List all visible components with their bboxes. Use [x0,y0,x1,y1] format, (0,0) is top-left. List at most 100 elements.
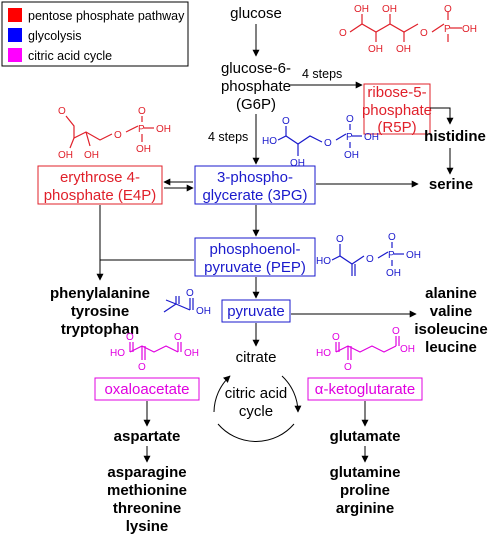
svg-text:3-phospho-: 3-phospho- [217,169,293,186]
node-pep: phosphoenol- pyruvate (PEP) [194,237,316,277]
svg-text:HO: HO [110,348,125,359]
svg-text:OH: OH [136,144,151,155]
node-3pg: 3-phospho- glycerate (3PG) [194,165,316,205]
svg-text:OH: OH [382,4,397,15]
svg-text:α-ketoglutarate: α-ketoglutarate [315,381,415,398]
svg-text:O: O [420,28,428,39]
node-glucose: glucose [230,5,282,22]
svg-text:O: O [114,130,122,141]
svg-text:OH: OH [364,132,379,143]
svg-text:erythrose 4-: erythrose 4- [60,169,140,186]
svg-text:OH: OH [462,24,477,35]
svg-text:lysine: lysine [126,518,169,535]
svg-text:phosphoenol-: phosphoenol- [210,241,301,258]
svg-text:HO: HO [316,348,331,359]
structure-e4p: O OH OH O P O OH OH [58,106,171,161]
aa-glutamate: glutamate [330,428,401,445]
structure-r5p: O OH OH OH OH O P O OH [339,4,477,55]
svg-text:cycle: cycle [239,403,273,420]
svg-text:O: O [186,288,194,299]
svg-text:citric acid: citric acid [225,385,288,402]
svg-text:phosphate: phosphate [362,102,432,119]
svg-text:ribose-5-: ribose-5- [367,84,426,101]
svg-text:P: P [138,124,145,135]
svg-text:O: O [282,116,290,127]
cycle-arc-bottom [217,423,295,442]
svg-text:phosphate (E4P): phosphate (E4P) [44,187,157,204]
aa-aspartate: aspartate [114,428,181,445]
svg-text:tryptophan: tryptophan [61,321,139,338]
svg-text:(R5P): (R5P) [377,119,416,136]
arrow-r5p-histidine [430,107,454,125]
svg-text:O: O [392,326,400,337]
node-g6p: glucose-6- phosphate (G6P) [221,60,291,113]
svg-text:O: O [336,234,344,245]
svg-text:O: O [366,254,374,265]
node-oxaloacetate: oxaloacetate [94,377,200,401]
svg-text:OH: OH [58,150,73,161]
svg-text:oxaloacetate: oxaloacetate [104,381,189,398]
aa-histidine: histidine [424,128,486,145]
legend: pentose phosphate pathway glycolysis cit… [1,1,189,67]
aa-aspartate-group: asparagine methionine threonine lysine [107,464,187,535]
aa-pyruvate-group: alanine valine isoleucine leucine [414,285,487,356]
svg-text:alanine: alanine [425,285,477,302]
svg-text:glucose-6-: glucose-6- [221,60,291,77]
svg-text:tyrosine: tyrosine [71,303,129,320]
svg-text:OH: OH [386,268,401,279]
svg-text:leucine: leucine [425,339,477,356]
svg-text:pyruvate: pyruvate [227,303,285,320]
svg-text:O: O [138,362,146,373]
svg-text:glycerate (3PG): glycerate (3PG) [202,187,307,204]
svg-text:OH: OH [84,150,99,161]
svg-text:methionine: methionine [107,482,187,499]
svg-text:OH: OH [354,4,369,15]
cycle-arc-right [281,375,302,413]
svg-text:isoleucine: isoleucine [414,321,487,338]
node-akg: α-ketoglutarate [307,377,423,401]
svg-text:phenylalanine: phenylalanine [50,285,150,302]
svg-text:P: P [388,250,395,261]
svg-text:O: O [339,28,347,39]
svg-text:arginine: arginine [336,500,394,517]
structure-akg: O HO O O OH [316,326,415,373]
svg-text:O: O [138,106,146,117]
edge-label-g6p-r5p: 4 steps [302,67,342,81]
svg-text:OH: OH [196,306,211,317]
cycle-label: citric acid cycle [225,385,288,420]
svg-text:(G6P): (G6P) [236,96,276,113]
svg-text:O: O [324,138,332,149]
legend-swatch-tca [8,48,22,62]
svg-text:O: O [126,332,134,343]
svg-text:asparagine: asparagine [107,464,186,481]
svg-text:OH: OH [396,44,411,55]
legend-label-glycolysis: glycolysis [28,29,82,43]
svg-text:valine: valine [430,303,473,320]
svg-text:HO: HO [262,136,277,147]
structure-oaa: O HO O O OH [110,332,199,373]
node-r5p: ribose-5- phosphate (R5P) [362,83,432,136]
arrows [96,24,454,463]
svg-text:OH: OH [290,158,305,169]
svg-text:OH: OH [156,124,171,135]
svg-text:HO: HO [316,256,331,267]
svg-text:O: O [174,332,182,343]
svg-text:O: O [388,232,396,243]
node-citrate: citrate [236,349,277,366]
aa-glutamate-group: glutamine proline arginine [330,464,401,517]
svg-text:OH: OH [368,44,383,55]
svg-text:O: O [444,4,452,15]
svg-text:phosphate: phosphate [221,78,291,95]
legend-label-ppp: pentose phosphate pathway [28,9,185,23]
structure-3pg: O HO OH O P O OH OH [262,114,379,169]
cycle-arc-left [213,375,231,413]
legend-label-tca: citric acid cycle [28,49,112,63]
svg-text:P: P [444,24,451,35]
aa-aromatic-group: phenylalanine tyrosine tryptophan [50,285,150,338]
svg-text:O: O [58,106,66,117]
legend-swatch-ppp [8,8,22,22]
aa-serine: serine [429,176,473,193]
svg-text:proline: proline [340,482,390,499]
svg-text:O: O [332,332,340,343]
